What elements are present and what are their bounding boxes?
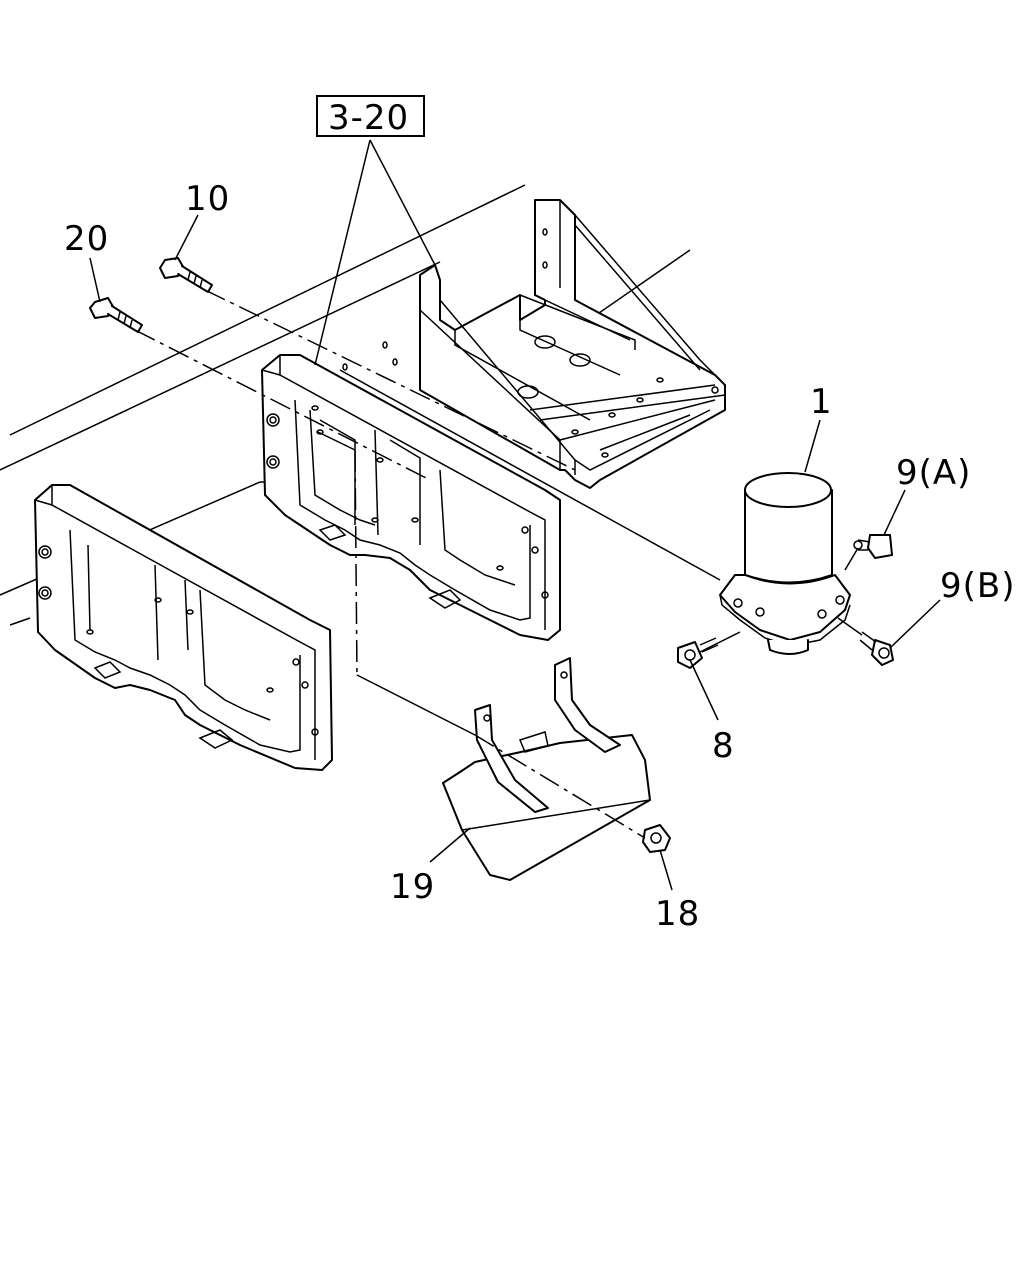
callout-19: 19 xyxy=(390,867,435,907)
callout-9a: 9(A) xyxy=(896,453,971,493)
fitting-8 xyxy=(677,637,719,669)
fitting-9b xyxy=(859,631,894,666)
callout-9b: 9(B) xyxy=(940,566,1016,606)
callout-18: 18 xyxy=(655,894,700,934)
group-callout-label: 3-20 xyxy=(328,98,409,138)
cover-19 xyxy=(442,657,651,881)
air-dryer xyxy=(719,472,851,655)
mounting-plate-rear xyxy=(261,341,561,641)
assembly-lines xyxy=(134,289,863,839)
bolt-20 xyxy=(89,297,143,333)
callout-1: 1 xyxy=(810,382,833,422)
mounting-plate-front xyxy=(34,484,333,771)
callout-20: 20 xyxy=(64,219,109,259)
group-callout-box xyxy=(316,95,425,137)
mounting-bracket xyxy=(419,199,726,489)
bolt-10 xyxy=(159,257,213,293)
leader-lines xyxy=(89,139,941,891)
callout-10: 10 xyxy=(185,179,230,219)
fitting-9a xyxy=(853,534,893,559)
nut-18 xyxy=(642,824,671,853)
callout-8: 8 xyxy=(712,726,735,766)
callout-labels: 3-20 10 20 1 9(A) 9(B) 8 19 18 xyxy=(64,95,1016,934)
